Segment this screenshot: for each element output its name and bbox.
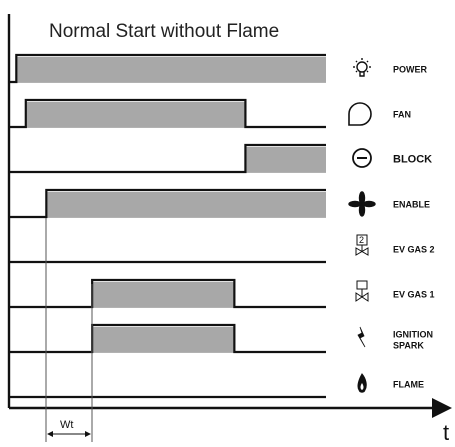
pulse-power — [17, 57, 326, 82]
trace-ignition — [10, 323, 326, 354]
valve-2-icon: 2 — [355, 234, 369, 256]
time-axis-label: t — [443, 420, 449, 445]
flame-icon — [357, 373, 367, 393]
spark-icon — [357, 326, 366, 348]
pulse-ignition — [93, 327, 235, 352]
pulse-enable — [47, 192, 327, 217]
diagram-title: Normal Start without Flame — [49, 21, 279, 42]
label-ev_gas_2: EV GAS 2 — [393, 245, 435, 255]
label-ev_gas_1: EV GAS 1 — [393, 290, 435, 300]
wt-arrow-right — [85, 431, 91, 437]
signal-icons: 2 — [348, 58, 376, 393]
label-flame: FLAME — [393, 380, 424, 390]
trace-ev_gas_1 — [10, 278, 326, 309]
label-fan: FAN — [393, 110, 411, 120]
fan-icon — [348, 102, 372, 126]
signal-traces — [10, 53, 327, 399]
block-icon — [352, 148, 372, 168]
bulb-icon — [353, 58, 371, 77]
signal-labels: POWER FAN BLOCK ENABLE EV GAS 2 EV GAS 1 IGNIT… — [393, 65, 435, 390]
pulse-fan — [26, 102, 246, 127]
propeller-icon — [348, 191, 376, 217]
wt-arrow-left — [47, 431, 53, 437]
wait-time-label: Wt — [60, 419, 73, 431]
axes: t — [7, 14, 452, 445]
label-enable: ENABLE — [393, 200, 430, 210]
label-power: POWER — [393, 65, 428, 75]
time-axis-arrowhead — [432, 398, 452, 418]
svg-text:2: 2 — [359, 235, 364, 245]
pulse-block — [246, 147, 326, 172]
pulse-ev_gas_1 — [93, 282, 235, 307]
trace-power — [10, 53, 326, 84]
trace-block — [10, 143, 326, 174]
trace-enable — [10, 188, 326, 219]
valve-1-icon — [355, 280, 369, 302]
label-block: BLOCK — [393, 154, 432, 166]
trace-fan — [10, 98, 326, 129]
wait-time-marker: Wt — [45, 218, 93, 442]
